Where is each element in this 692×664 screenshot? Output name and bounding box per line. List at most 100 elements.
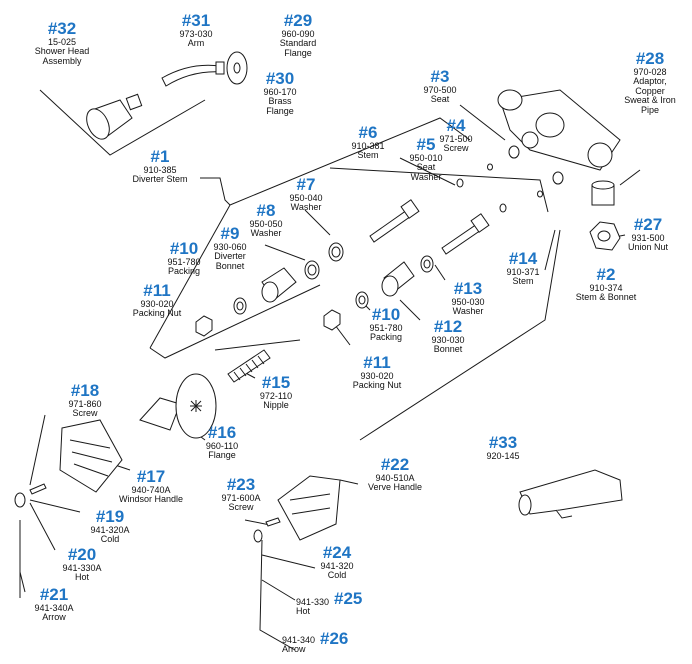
callout-13: #13 950-030 Washer [440,280,496,317]
part-number-label: #11 [143,281,171,300]
bracket-stem-bonnet [329,167,549,213]
part-code: 930-030 [431,334,465,345]
part-name: Cold [327,570,347,581]
part-code: 941-340 [282,635,316,645]
part-number-label: #11 [363,353,391,372]
leader-washer-7 [304,209,331,236]
part-number-label: #24 [322,543,352,562]
callout-31: #31 973-030 Arm [166,12,226,49]
bracket-diverter-group-bottom [149,284,321,359]
bracket-handle-22-indices [259,539,316,651]
callout-11b: #11 930-020 Packing Nut [344,354,410,391]
part-number-label: #17 [136,467,166,486]
washer-13-icon [420,255,434,273]
part-number-label: #21 [39,585,69,604]
bonnet-12-icon [381,261,415,297]
part-code: 970-500 [423,84,457,95]
line-diverter-left [149,204,231,349]
adaptor-icon [591,180,615,206]
part-code: 950-030 [451,296,485,307]
leader-bonnet-12 [399,299,421,321]
part-name: Screw [72,408,98,419]
part-code: 941-320 [320,560,354,571]
part-number-label: #13 [453,279,483,298]
part-name: Washer [290,202,322,213]
callout-32: #32 15-025 Shower Head Assembly [18,20,106,66]
part-name: Diverter Stem [132,174,188,185]
part-code: 15-025 [47,36,77,47]
part-code: 971-500 [439,133,473,144]
packing-10a-icon [233,297,247,315]
part-code: 910-385 [143,164,177,175]
part-number-label: #22 [380,455,410,474]
valve-body-icon [497,89,621,171]
part-name: Packing [369,332,403,343]
part-name: Stem [512,276,534,287]
callout-28: #28 970-028 Adaptor, Copper Sweat & Iron… [615,50,685,115]
part-name: Shower Head Assembly [34,46,90,66]
part-name: Packing [167,266,201,277]
part-name: Hot [296,606,311,617]
part-name: Cold [100,534,120,545]
bracket-stem-bonnet-bottom [359,229,561,441]
part-number-label: #2 [596,265,616,284]
part-number-label: #14 [508,249,538,268]
part-name: Stem & Bonnet [575,292,637,303]
part-number-label: #4 [446,116,466,135]
part-name: Verve Handle [367,482,423,493]
callout-4: #4 971-500 Screw [428,117,484,154]
part-code: 960-170 [263,86,297,97]
part-name: Arrow [42,612,66,623]
part-code: 941-320A [90,524,130,535]
union-nut-icon [589,221,621,251]
part-name: Seat [430,94,450,105]
part-name: Packing Nut [352,380,402,391]
part-name: Windsor Handle [118,494,184,505]
part-code: 940-740A [131,484,171,495]
callout-15: #15 972-110 Nipple [250,374,302,411]
part-code: 941-340A [34,602,74,613]
screw-18-icon [29,483,47,495]
part-number-label: #8 [256,201,276,220]
part-code: 951-780 [167,256,201,267]
callout-23: #23 971-600A Screw [212,476,270,513]
part-number-label: #29 [283,11,313,30]
part-name: Packing Nut [132,308,182,319]
washer-8-icon [304,260,320,280]
part-number-label: #7 [296,175,316,194]
part-name: Hot [74,572,89,583]
part-number-label: #1 [150,147,170,166]
part-code: 910-381 [351,140,385,151]
callout-11a: #11 930-020 Packing Nut [124,282,190,319]
part-code: 910-371 [506,266,540,277]
callout-12: #12 930-030 Bonnet [420,318,476,355]
part-code: 930-060 [213,241,247,252]
part-code: 950-010 [409,152,443,163]
part-name: Arrow [282,644,306,655]
part-name: Brass Flange [266,96,294,116]
part-number-label: #18 [70,381,100,400]
leader-handle-22 [339,479,359,485]
callout-26: #26 941-340 Arrow [282,630,362,655]
part-code: 970-028 [633,66,667,77]
callout-33: #33 920-145 [474,434,532,461]
part-name: Standard Flange [279,38,317,58]
part-number-label: #31 [181,11,211,30]
part-code: 972-110 [259,390,293,401]
part-name: Union Nut [627,242,669,253]
flange-29-icon [226,51,248,85]
leader-screw-18 [29,414,46,486]
part-name: Stem [357,150,379,161]
verve-handle-icon [277,475,341,541]
part-code: 930-020 [140,298,174,309]
bracket-shower-head [39,89,206,156]
part-number-label: #33 [488,433,518,452]
part-number-label: #30 [265,69,295,88]
tub-spout-icon [518,469,623,519]
callout-10b: #10 951-780 Packing [360,306,412,343]
callout-24: #24 941-320 Cold [312,544,362,581]
part-number-label: #32 [47,19,77,38]
callout-3: #3 970-500 Seat [415,68,465,105]
